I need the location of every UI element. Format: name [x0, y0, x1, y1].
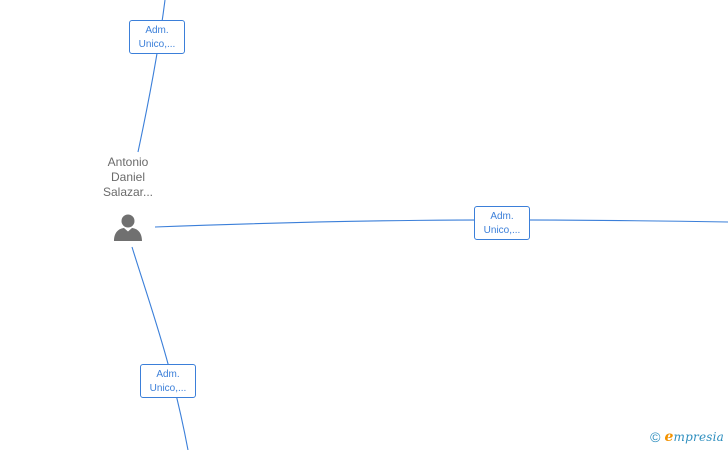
role-title: Adm. — [490, 211, 514, 222]
person-node[interactable]: Antonio Daniel Salazar... — [88, 155, 168, 242]
role-title: Adm. — [156, 369, 180, 380]
empresia-watermark: © empresia — [650, 429, 724, 445]
role-title: Adm. — [145, 25, 169, 36]
person-name-line: Antonio — [107, 155, 149, 169]
edge-right — [154, 219, 728, 228]
edge-bottom — [131, 246, 189, 450]
role-box-right[interactable]: Adm. Unico,... — [474, 206, 530, 240]
person-icon — [114, 214, 142, 241]
role-detail: Unico,... — [138, 39, 176, 50]
brand-rest: mpresia — [673, 430, 724, 444]
edge-top — [137, 0, 166, 153]
role-detail: Unico,... — [483, 225, 521, 236]
brand-initial: e — [664, 429, 674, 445]
role-box-top[interactable]: Adm. Unico,... — [129, 20, 185, 54]
person-name: Antonio Daniel Salazar... — [88, 155, 168, 200]
role-box-bottom[interactable]: Adm. Unico,... — [140, 364, 196, 398]
copyright-icon: © — [650, 429, 661, 445]
role-detail: Unico,... — [149, 383, 187, 394]
person-name-line: Salazar... — [102, 185, 154, 199]
person-name-line: Daniel — [110, 170, 146, 184]
brand-logo: empresia — [664, 429, 724, 445]
